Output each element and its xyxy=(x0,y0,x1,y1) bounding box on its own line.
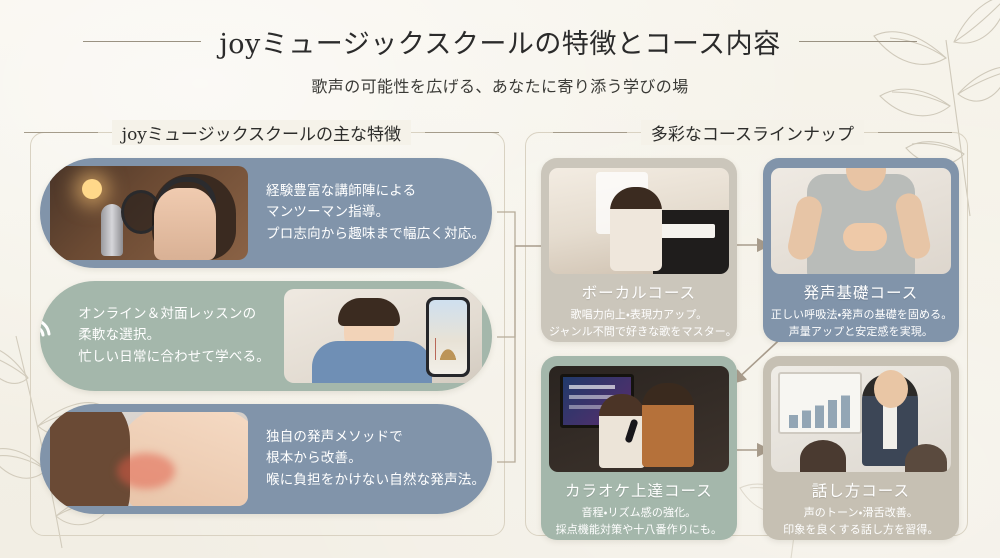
larynx-voice-icon xyxy=(489,432,492,486)
header: joyミュージックスクールの特徴とコース内容 歌声の可能性を広げる、あなたに寄り… xyxy=(0,0,1000,97)
page-subtitle: 歌声の可能性を広げる、あなたに寄り添う学びの場 xyxy=(311,77,689,96)
page-title: joyミュージックスクールの特徴とコース内容 xyxy=(219,29,781,60)
presentation-speaker-photo xyxy=(770,366,951,472)
feature-text-voice-method: 独自の発声メソッドで 根本から改善。 喉に負担をかけない自然な発声法。 xyxy=(258,427,489,491)
features-heading-label: joyミュージックスクールの主な特徴 xyxy=(111,119,412,145)
feature-text-online-lessons: オンライン＆対面レッスンの 柔軟な選択。 忙しい日常に合わせて学べる。 xyxy=(56,304,274,368)
studio-singer-photo xyxy=(50,166,248,260)
feature-line-3: 忙しい日常に合わせて学べる。 xyxy=(78,348,270,365)
course-desc-line-1: 音程・リズム感の強化。 xyxy=(581,506,697,519)
course-card-karaoke[interactable]: カラオケ上達コース 音程・リズム感の強化。 採点機能対策や十八番作りにも。 xyxy=(540,356,737,540)
title-rule-right xyxy=(798,41,917,42)
course-desc-line-2: 印象を良くする話し方を習得。 xyxy=(783,522,939,536)
breathing-practice-photo xyxy=(770,168,951,274)
course-card-vocal[interactable]: ボーカルコース 歌唱力向上・表現力アップ。 ジャンル不問で好きな歌をマスター。 xyxy=(540,158,737,342)
feature-card-voice-method[interactable]: 独自の発声メソッドで 根本から改善。 喉に負担をかけない自然な発声法。 xyxy=(40,404,492,514)
course-desc-line-2: ジャンル不問で好きな歌をマスター。 xyxy=(548,324,737,338)
course-desc-line-2: 採点機能対策や十八番作りにも。 xyxy=(555,522,723,536)
feature-line-1: オンライン＆対面レッスンの xyxy=(78,306,257,322)
course-title: 話し方コース xyxy=(811,482,910,500)
feature-line-2: 柔軟な選択。 xyxy=(78,327,161,344)
features-rule-left xyxy=(23,131,98,133)
courses-heading: 多彩なコースラインナップ xyxy=(519,118,986,146)
feature-text-instructors: 経験豊富な講師陣による マンツーマン指導。 プロ志向から趣味まで幅広く対応。 xyxy=(258,181,489,245)
course-card-speaking[interactable]: 話し方コース 声のトーン・滑舌改善。 印象を良くする話し方を習得。 xyxy=(762,356,959,540)
feature-line-3: 喉に負担をかけない自然な発声法。 xyxy=(266,471,486,488)
course-desc-line-1: 歌唱力向上・表現力アップ。 xyxy=(570,308,708,321)
features-heading: joyミュージックスクールの主な特徴 xyxy=(14,118,509,146)
feature-card-online-lessons[interactable]: オンライン＆対面レッスンの 柔軟な選択。 忙しい日常に合わせて学べる。 xyxy=(40,281,492,391)
courses-rule-left xyxy=(552,131,627,133)
course-description: 歌唱力向上・表現力アップ。 ジャンル不問で好きな歌をマスター。 xyxy=(548,307,737,340)
title-rule-left xyxy=(83,41,202,42)
course-desc-line-2: 声量アップと安定感を実現。 xyxy=(788,324,934,338)
title-row: joyミュージックスクールの特徴とコース内容 xyxy=(0,22,1000,61)
feature-line-3: プロ志向から趣味まで幅広く対応。 xyxy=(266,225,486,242)
feature-line-1: 経験豊富な講師陣による xyxy=(266,183,417,199)
features-rule-right xyxy=(425,131,500,133)
feature-card-instructors[interactable]: 経験豊富な講師陣による マンツーマン指導。 プロ志向から趣味まで幅広く対応。 xyxy=(40,158,492,268)
courses-heading-label: 多彩なコースラインナップ xyxy=(640,119,864,145)
graduation-cap-music-note-icon xyxy=(489,186,492,240)
features-list: 経験豊富な講師陣による マンツーマン指導。 プロ志向から趣味まで幅広く対応。 xyxy=(14,158,509,514)
courses-grid: ボーカルコース 歌唱力向上・表現力アップ。 ジャンル不問で好きな歌をマスター。 xyxy=(519,158,986,540)
course-title: ボーカルコース xyxy=(581,284,697,302)
feature-line-2: マンツーマン指導。 xyxy=(266,204,390,221)
courses-panel: 多彩なコースラインナップ ボーカルコース xyxy=(519,118,986,540)
course-description: 声のトーン・滑舌改善。 印象を良くする話し方を習得。 xyxy=(771,505,951,538)
content-columns: joyミュージックスクールの主な特徴 経験豊富な講師 xyxy=(0,118,1000,540)
vocal-lesson-photo xyxy=(548,168,729,274)
feature-line-2: 根本から改善。 xyxy=(266,450,362,467)
course-title: カラオケ上達コース xyxy=(564,482,713,500)
course-desc-line-1: 声のトーン・滑舌改善。 xyxy=(803,506,918,519)
course-desc-line-1: 正しい呼吸法・発声の基礎を固める。 xyxy=(770,308,953,321)
features-panel: joyミュージックスクールの主な特徴 経験豊富な講師 xyxy=(14,118,509,540)
course-card-vocal-basics[interactable]: 発声基礎コース 正しい呼吸法・発声の基礎を固める。 声量アップと安定感を実現。 xyxy=(762,158,959,342)
course-description: 音程・リズム感の強化。 採点機能対策や十八番作りにも。 xyxy=(549,505,729,538)
smartphone-signal-icon xyxy=(40,309,56,363)
online-lesson-photo xyxy=(284,289,482,383)
throat-closeup-photo xyxy=(50,412,248,506)
karaoke-duo-photo xyxy=(548,366,729,472)
courses-rule-right xyxy=(878,131,952,133)
course-title: 発声基礎コース xyxy=(803,284,919,302)
feature-line-1: 独自の発声メソッドで xyxy=(266,429,403,445)
course-description: 正しい呼吸法・発声の基礎を固める。 声量アップと安定感を実現。 xyxy=(770,307,953,340)
